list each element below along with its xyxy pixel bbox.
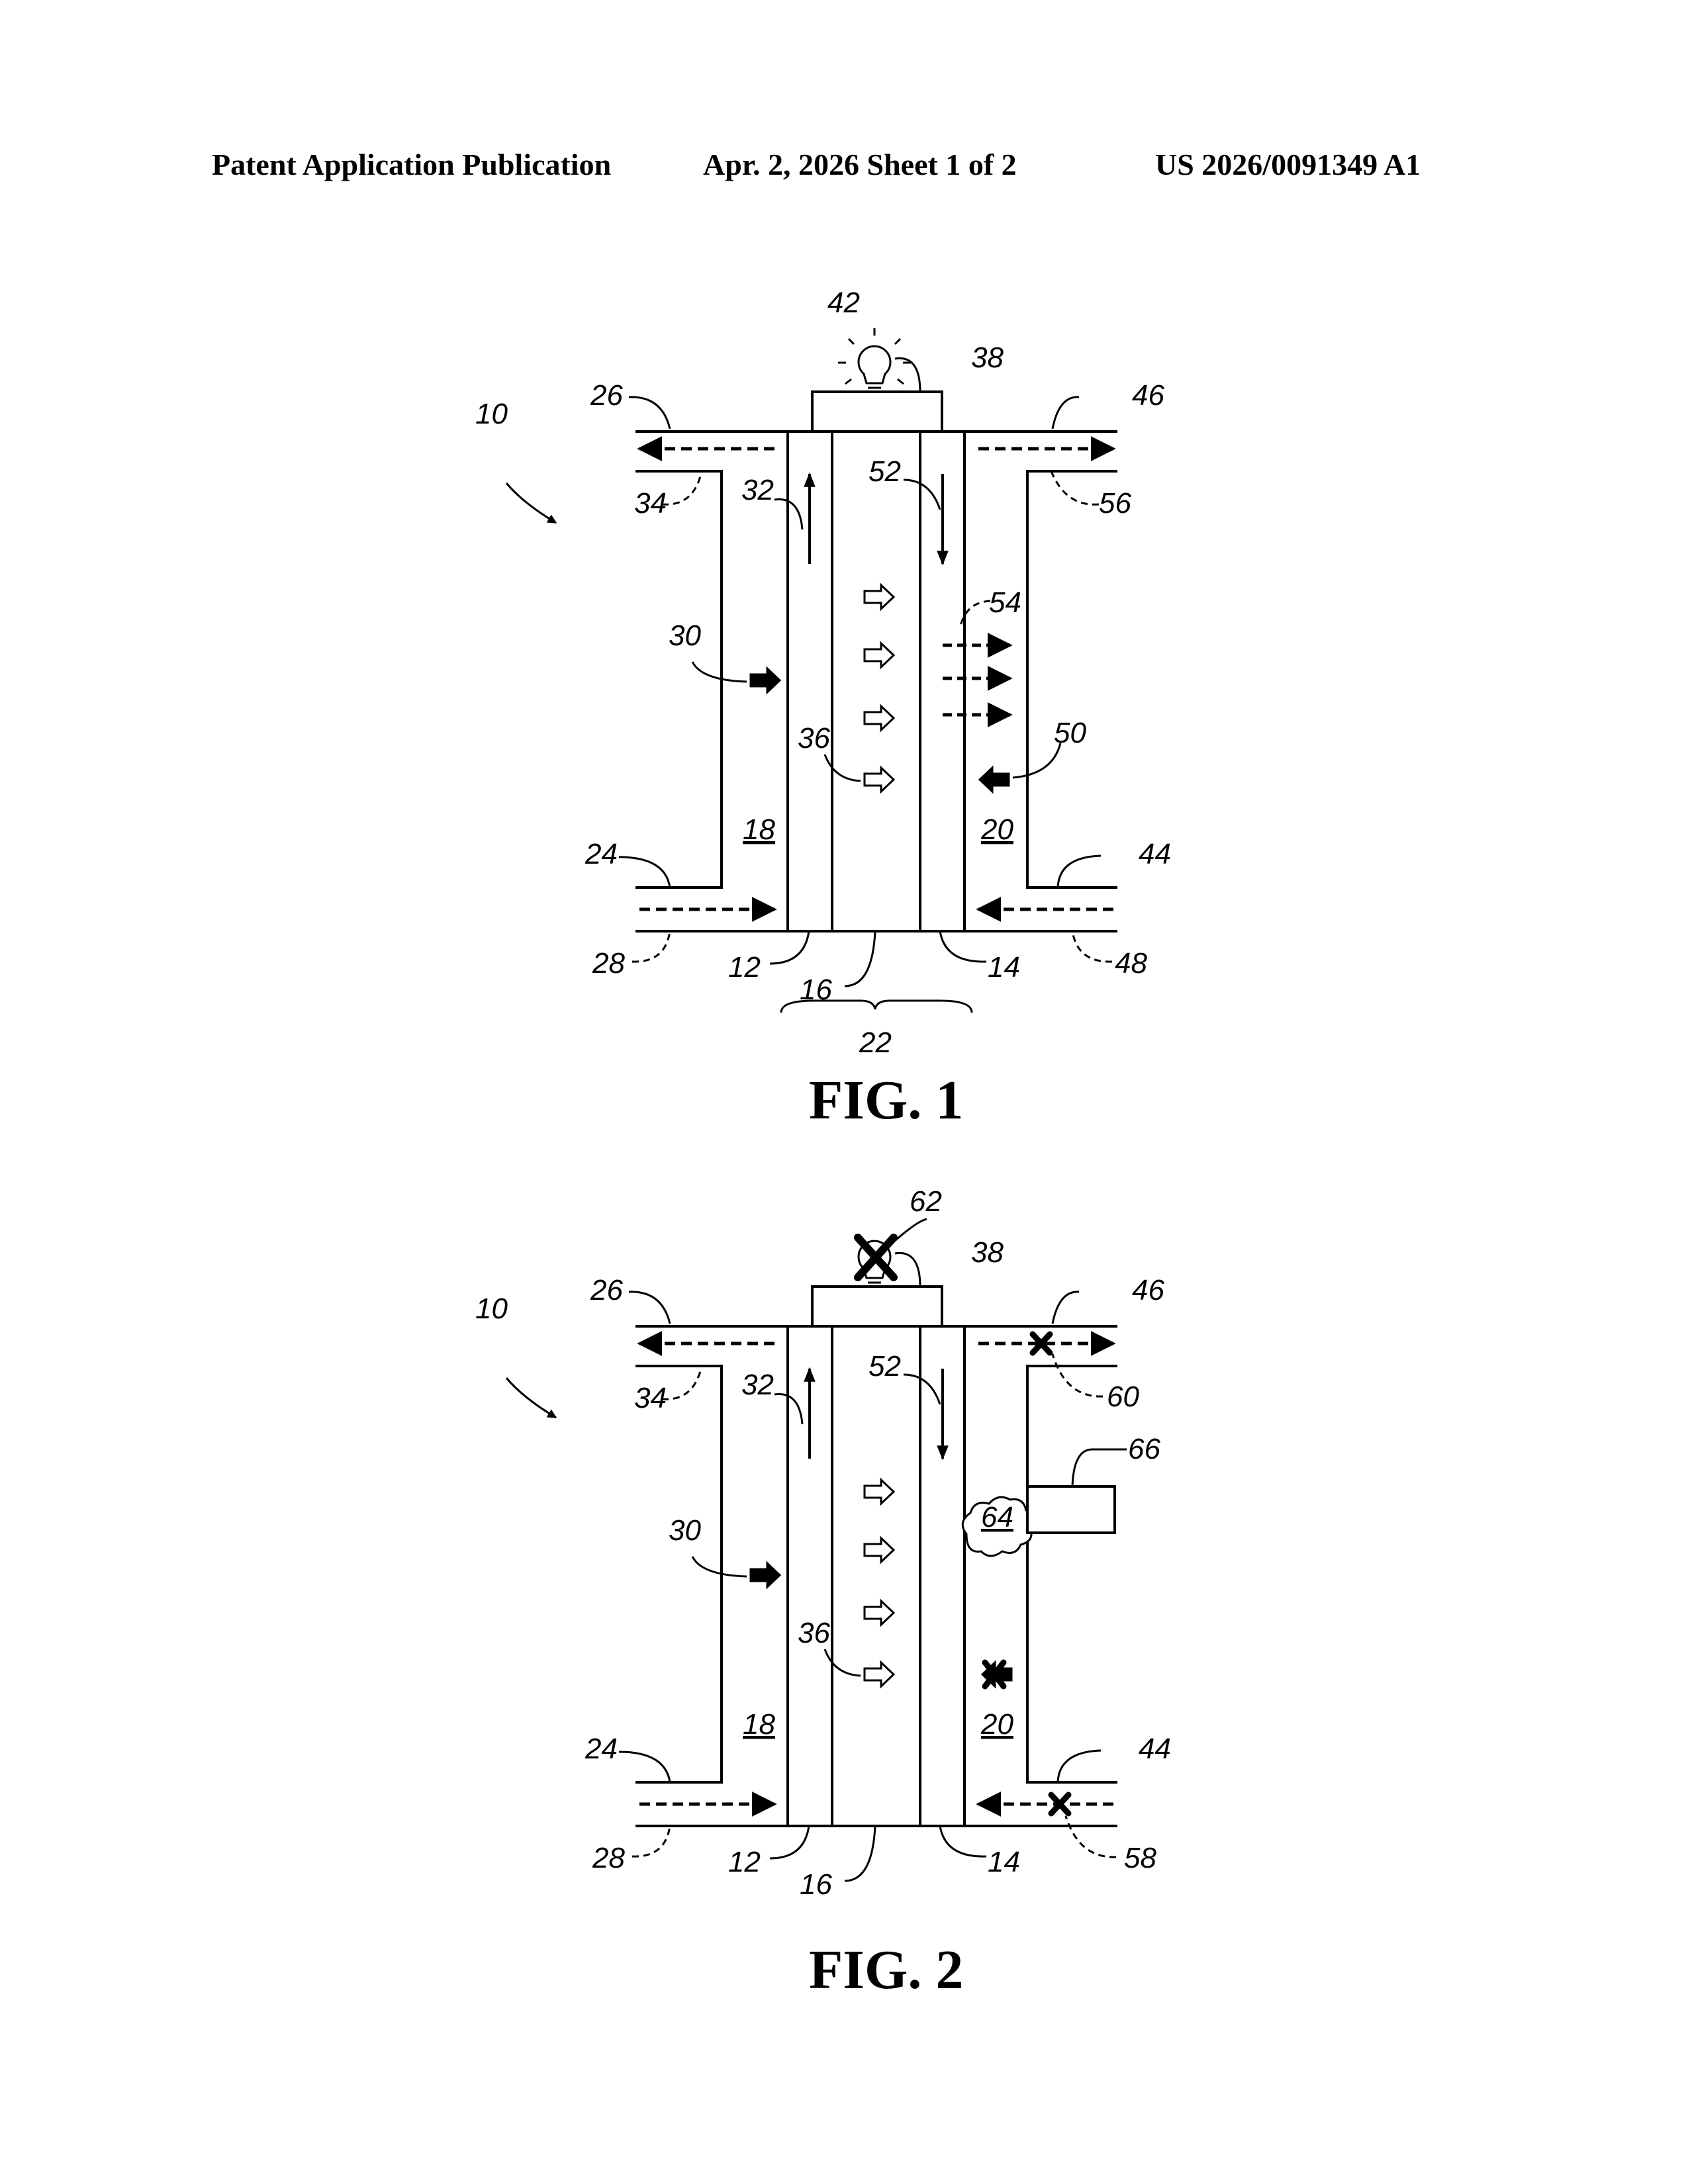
figure-1-caption: FIG. 1 — [809, 1069, 963, 1131]
ref-device: 66 — [1128, 1433, 1160, 1465]
ref-chamber-right: 20 — [980, 813, 1013, 846]
ref-up-flow: 32 — [741, 1369, 774, 1401]
device-block — [1027, 1486, 1115, 1533]
ref-outlet-left: 26 — [590, 1274, 623, 1306]
ref-electrolyte: 16 — [800, 974, 832, 1006]
ref-assembly: 22 — [859, 1026, 892, 1059]
ref-inflow-left: 28 — [592, 1842, 625, 1874]
ref-outlet-right: 46 — [1132, 379, 1164, 412]
ref-dashed-transfer: 54 — [989, 586, 1021, 619]
ref-outlet-left: 26 — [590, 379, 623, 412]
ref-cloud: 64 — [981, 1501, 1013, 1533]
ref-inflow-left: 28 — [592, 947, 625, 979]
figure-2: 62 38 10 26 46 34 32 52 60 66 64 30 36 1… — [475, 1185, 1171, 2001]
ref-system: 10 — [475, 398, 508, 430]
ref-inlet-right: 44 — [1139, 838, 1171, 870]
ref-lamp-off: 62 — [910, 1185, 942, 1218]
ref-blocked-inflow: 58 — [1124, 1842, 1156, 1874]
ref-down-flow: 52 — [868, 455, 901, 488]
figure-2-caption: FIG. 2 — [809, 1939, 963, 2001]
ref-outlet-right: 46 — [1132, 1274, 1164, 1306]
ref-outflow-right: 56 — [1099, 487, 1131, 520]
ref-chamber-left: 18 — [743, 1708, 775, 1741]
ref-electrolyte: 16 — [800, 1868, 832, 1901]
ref-system: 10 — [475, 1293, 508, 1325]
ref-inlet-left: 24 — [585, 838, 618, 870]
ref-lamp: 42 — [827, 287, 860, 319]
ref-cap: 38 — [971, 1236, 1004, 1269]
ref-arrow-in-left: 30 — [669, 1514, 701, 1547]
ref-up-flow: 32 — [741, 474, 774, 506]
ref-outflow-left: 34 — [634, 1382, 667, 1414]
ref-membrane-b: 14 — [988, 1846, 1020, 1878]
ref-membrane-a: 12 — [728, 951, 761, 983]
ref-membrane-a: 12 — [728, 1846, 761, 1878]
ref-ion-flow: 36 — [798, 722, 830, 754]
ref-chamber-right: 20 — [980, 1708, 1013, 1741]
ref-down-flow: 52 — [868, 1350, 901, 1383]
ref-arrow-in-left: 30 — [669, 619, 701, 652]
ref-inflow-right: 48 — [1115, 947, 1147, 979]
ref-inlet-left: 24 — [585, 1733, 618, 1765]
cap-block — [812, 1287, 942, 1326]
ref-arrow-in-right: 50 — [1054, 717, 1086, 749]
figure-1: 42 38 10 26 46 34 32 52 56 54 30 50 36 1… — [475, 287, 1171, 1131]
ref-membrane-b: 14 — [988, 951, 1020, 983]
ref-outflow-left: 34 — [634, 487, 667, 520]
ref-chamber-left: 18 — [743, 813, 775, 846]
ref-ion-flow: 36 — [798, 1617, 830, 1649]
ref-inlet-right: 44 — [1139, 1733, 1171, 1765]
cross-mark-icon — [858, 1238, 894, 1277]
ref-cap: 38 — [971, 341, 1004, 374]
cap-block — [812, 392, 942, 432]
ref-blocked-outflow: 60 — [1107, 1381, 1139, 1413]
